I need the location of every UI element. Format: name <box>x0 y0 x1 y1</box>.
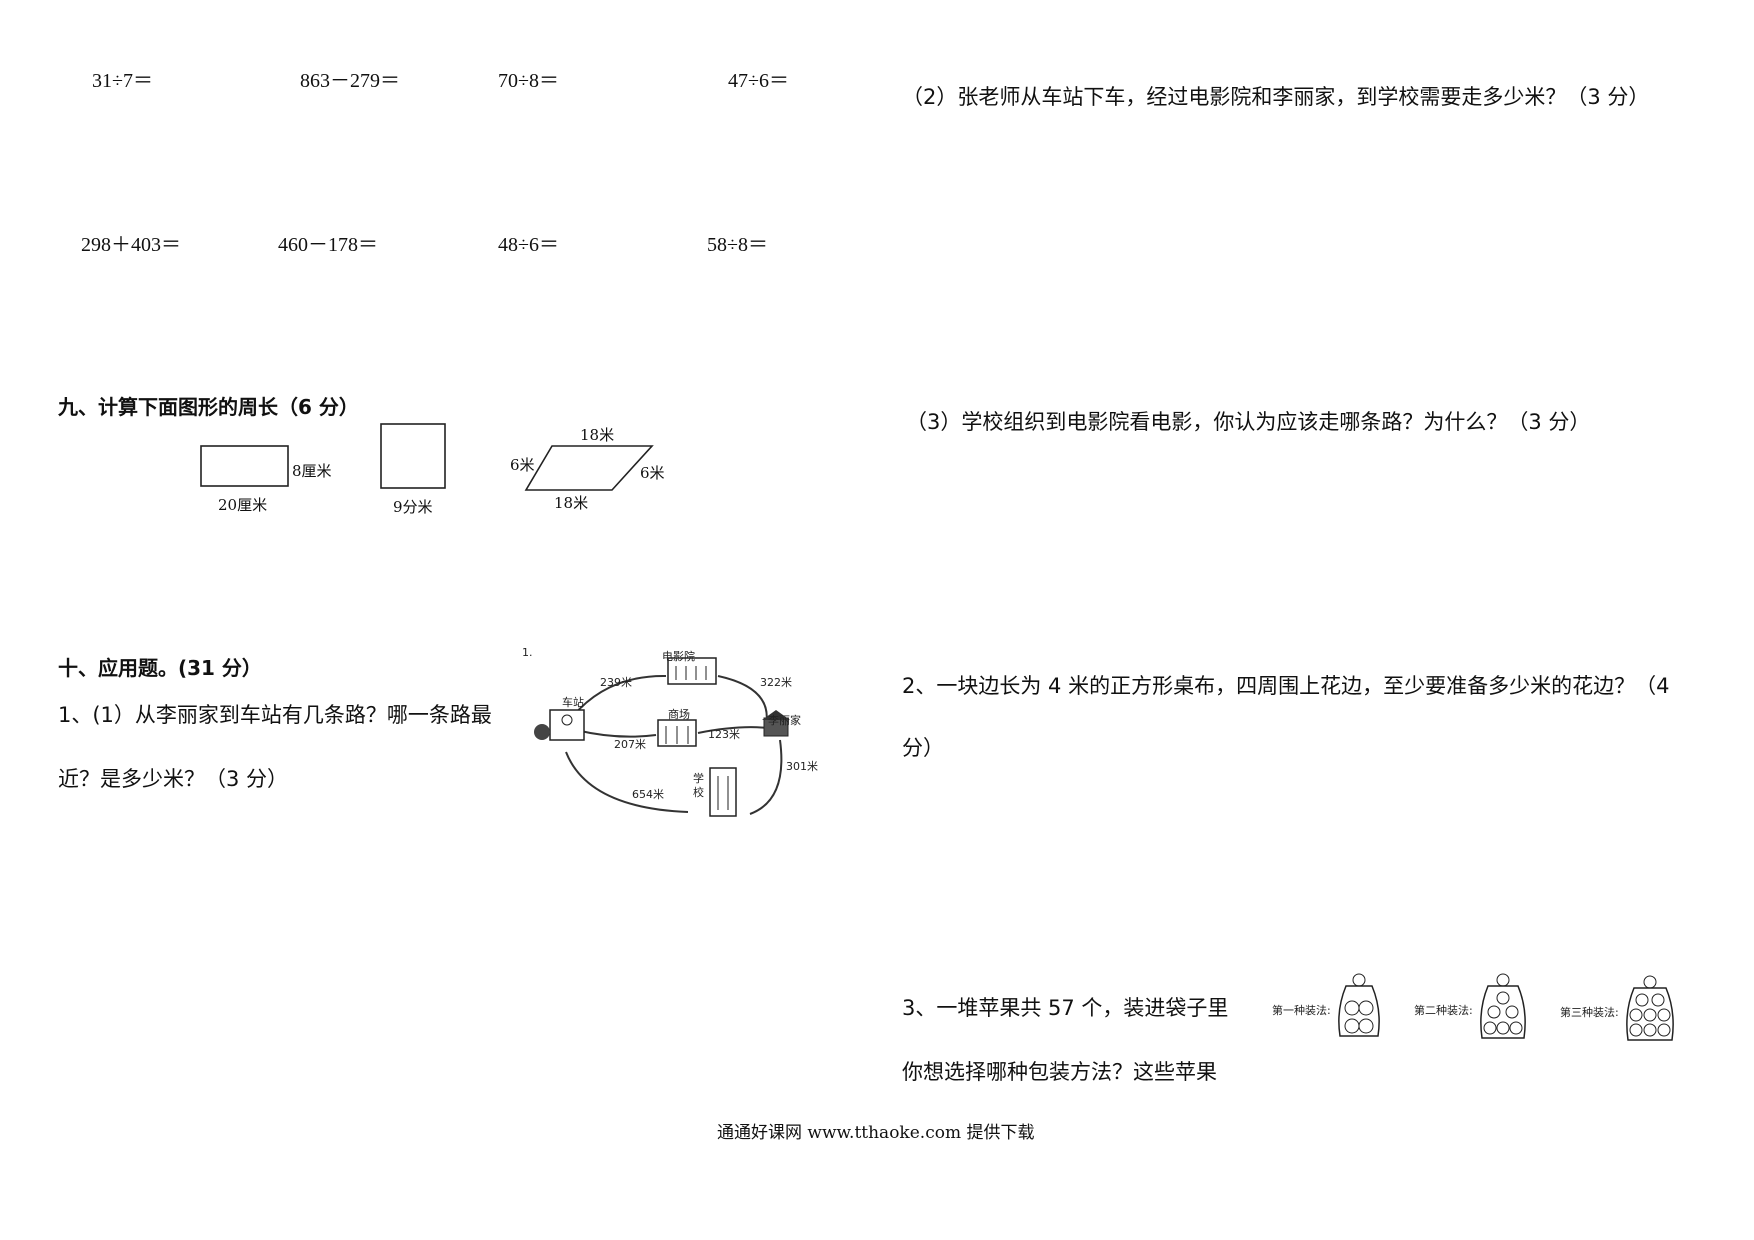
calc-8: 58÷8＝ <box>707 234 768 256</box>
q3-line2: 你想选择哪种包装方法？这些苹果 <box>902 1060 1217 1084</box>
rect-height-label: 8厘米 <box>292 462 332 480</box>
para-left-label: 6米 <box>510 456 535 474</box>
q1-part2: （2）张老师从车站下车，经过电影院和李丽家，到学校需要走多少米？（3 分） <box>902 85 1650 109</box>
calc-6: 460－178＝ <box>278 234 378 256</box>
map-school-label-1: 学 <box>693 772 704 785</box>
dist-cinema-home: 322米 <box>760 676 792 689</box>
q1-part1-line2: 近？是多少米？（3 分） <box>58 767 289 791</box>
cinema-building-icon <box>667 657 717 685</box>
rectangle-shape <box>200 445 289 487</box>
mall-building-icon <box>657 719 697 747</box>
packing-method-3-label: 第三种装法: <box>1560 1006 1619 1019</box>
para-top-label: 18米 <box>580 426 615 444</box>
square-shape <box>380 423 446 489</box>
parallelogram-shape <box>524 445 654 491</box>
calc-2: 863－279＝ <box>300 70 400 92</box>
apple-bag-3-icon <box>1626 975 1674 1041</box>
rect-width-label: 20厘米 <box>218 496 268 514</box>
q3-line1: 3、一堆苹果共 57 个，装进袋子里 <box>902 996 1229 1020</box>
para-bottom-label: 18米 <box>554 494 589 512</box>
packing-method-1-label: 第一种装法: <box>1272 1004 1331 1017</box>
footer-credit: 通通好课网 www.tthaoke.com 提供下载 <box>717 1123 1035 1143</box>
q1-part1-line1: 1、(1）从李丽家到车站有几条路？哪一条路最 <box>58 703 492 727</box>
route-map <box>534 657 790 817</box>
map-number: 1. <box>522 646 533 659</box>
school-building-icon <box>709 767 737 817</box>
para-right-label: 6米 <box>640 464 665 482</box>
dist-station-mall: 207米 <box>614 738 646 751</box>
home-building-icon <box>762 710 790 737</box>
square-side-label: 9分米 <box>393 498 433 516</box>
dist-station-cinema: 239米 <box>600 676 632 689</box>
map-station-label: 车站 <box>562 696 584 709</box>
apple-bag-1-icon <box>1338 973 1380 1037</box>
calc-4: 47÷6＝ <box>728 70 789 92</box>
apple-bag-2-icon <box>1480 973 1526 1039</box>
packing-method-2-label: 第二种装法: <box>1414 1004 1473 1017</box>
q1-part3: （3）学校组织到电影院看电影，你认为应该走哪条路？为什么？（3 分） <box>906 410 1591 434</box>
calc-1: 31÷7＝ <box>92 70 153 92</box>
calc-7: 48÷6＝ <box>498 234 559 256</box>
map-cinema-label: 电影院 <box>662 650 695 663</box>
section9-title: 九、计算下面图形的周长（6 分） <box>58 395 359 419</box>
map-home-label: 李丽家 <box>768 714 801 727</box>
perimeter-figures <box>200 423 654 491</box>
dist-station-school: 654米 <box>632 788 664 801</box>
dist-home-school: 301米 <box>786 760 818 773</box>
q2-line1: 2、一块边长为 4 米的正方形桌布，四周围上花边，至少要准备多少米的花边？（4 <box>902 674 1670 698</box>
map-mall-label: 商场 <box>668 708 690 721</box>
section10-title: 十、应用题。(31 分） <box>58 656 262 680</box>
station-building-icon <box>534 709 585 741</box>
calc-3: 70÷8＝ <box>498 70 559 92</box>
dist-mall-home: 123米 <box>708 728 740 741</box>
calc-5: 298＋403＝ <box>81 234 181 256</box>
map-school-label-2: 校 <box>693 786 704 799</box>
q2-line2: 分） <box>902 736 944 760</box>
